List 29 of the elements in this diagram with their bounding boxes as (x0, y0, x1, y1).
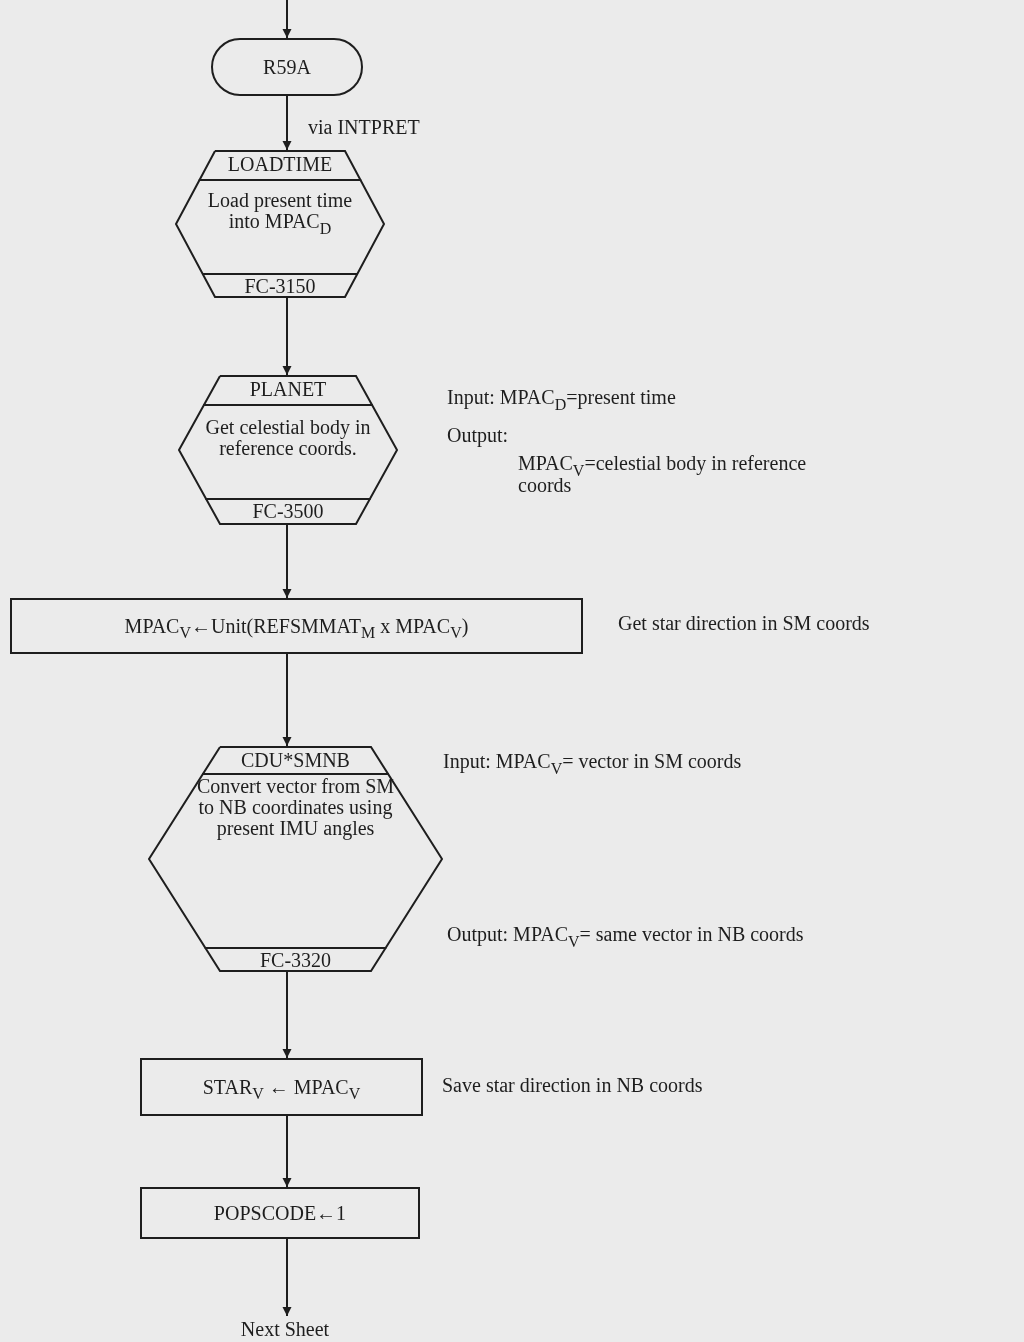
routine-name: LOADTIME (226, 154, 334, 175)
arrow (282, 524, 292, 599)
arrow (282, 297, 292, 376)
annotation-text: Save star direction in NB coords (442, 1074, 703, 1096)
flowchart-reference: FC-3500 (251, 501, 325, 522)
step-description: Load present time into MPAC$_{D}$ (206, 190, 354, 232)
step-description: Get celestial body in reference coords. (204, 417, 372, 459)
step-description: Convert vector from SM to NB coordinates using present IMU angles (195, 776, 396, 839)
routine-name: R59A (262, 56, 312, 78)
step-text: STAR$_{V}$ ← MPAC$_{V}$ (201, 1076, 362, 1098)
flowchart-reference: FC-3150 (243, 276, 317, 297)
flowchart-reference: FC-3320 (258, 950, 333, 971)
annotation-text: Input: MPAC$_{D}$=present time (447, 386, 676, 408)
routine-name: CDU*SMNB (240, 750, 351, 771)
step-text: POPSCODE←1 (212, 1202, 348, 1224)
connector-label: Next Sheet (239, 1318, 331, 1340)
arrow (282, 653, 292, 747)
arrow (282, 971, 292, 1059)
arrow (282, 95, 292, 151)
annotation-text: MPAC$_{V}$=celestial body in reference coords (518, 452, 808, 496)
step-text: MPAC$_{V}$←Unit(REFSMMAT$_{M}$ x MPAC$_{V}$) (123, 615, 470, 637)
annotation-text: Get star direction in SM coords (618, 612, 870, 634)
annotation-text: Input: MPAC$_{V}$= vector in SM coords (443, 750, 742, 772)
routine-name: PLANET (248, 379, 328, 400)
arrow (282, 1115, 292, 1188)
annotation-text: Output: MPAC$_{V}$= same vector in NB coords (447, 923, 804, 945)
annotation-text: Output: (447, 424, 509, 446)
arrow (282, 0, 292, 39)
arrow (282, 1238, 292, 1317)
